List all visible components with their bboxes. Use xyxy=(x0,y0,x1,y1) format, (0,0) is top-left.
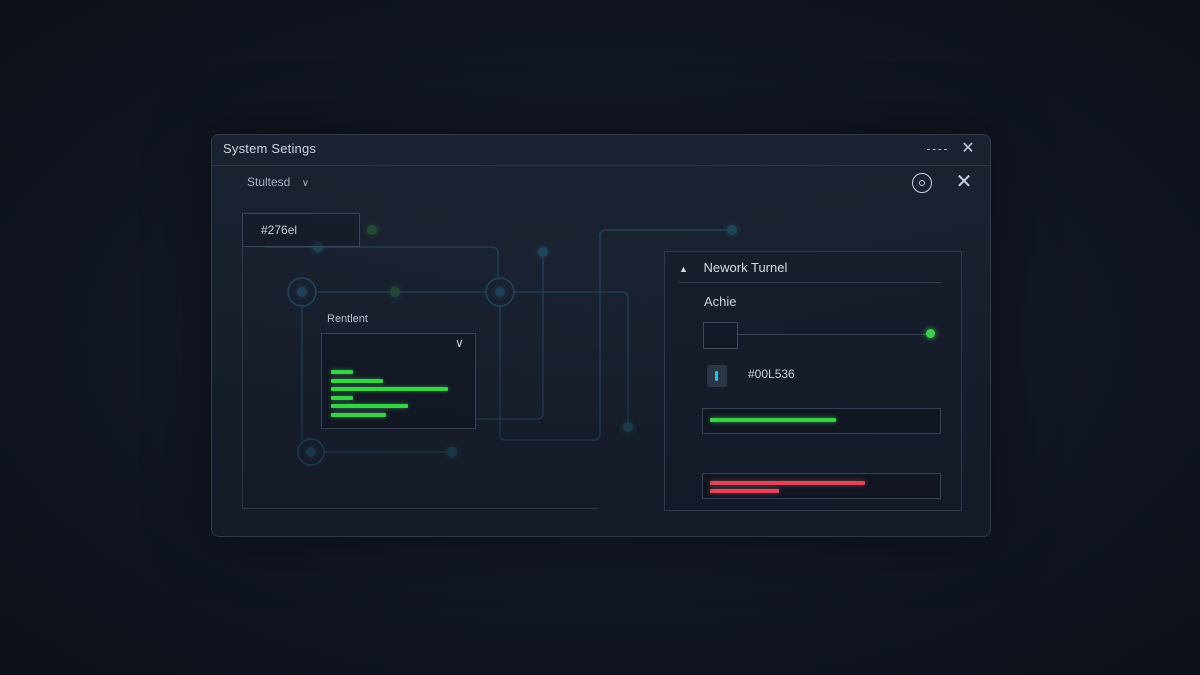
caret-up-icon: ▲ xyxy=(679,264,688,274)
chevron-down-icon: ∨ xyxy=(301,178,310,189)
network-tunnel-title: Nework Turnel xyxy=(703,260,788,275)
red-meter-fill xyxy=(710,489,779,493)
status-text: Achie xyxy=(704,294,737,309)
chevron-down-icon: ∨ xyxy=(455,336,464,350)
system-settings-window: System Setings ✕ Stultesd ∨ ✕ #276el Ren… xyxy=(211,134,991,537)
dropdown-bar xyxy=(331,378,384,383)
dropdown-bar xyxy=(331,370,353,374)
dropdown-bar xyxy=(331,412,387,417)
red-meter-fill xyxy=(710,481,865,485)
status-selector-label: Stultesd xyxy=(247,175,291,189)
lock-icon[interactable] xyxy=(707,365,727,387)
close-icon[interactable]: ✕ xyxy=(961,140,975,157)
node-dropdown[interactable]: ∨ xyxy=(321,333,476,429)
network-tunnel-header[interactable]: ▲ Nework Turnel xyxy=(679,260,787,275)
settings-circle-icon[interactable] xyxy=(912,173,932,193)
slider-handle[interactable] xyxy=(703,322,738,349)
diagram-panel xyxy=(242,213,598,509)
divider xyxy=(679,282,941,283)
id-field[interactable]: #276el xyxy=(242,213,360,247)
close-panel-icon[interactable]: ✕ xyxy=(955,171,973,193)
dropdown-bar xyxy=(331,404,408,408)
slider-level-dot[interactable] xyxy=(926,329,935,338)
minimize-icon[interactable] xyxy=(925,142,949,158)
status-selector[interactable]: Stultesd ∨ xyxy=(247,175,309,189)
id-field-value: #276el xyxy=(261,223,298,237)
node-label: Rentlent xyxy=(327,313,368,325)
window-title: System Setings xyxy=(223,141,317,156)
green-meter xyxy=(702,408,941,434)
red-meter xyxy=(702,473,941,499)
window-titlebar: System Setings ✕ xyxy=(212,135,990,166)
green-meter-fill xyxy=(710,418,836,422)
slider-track[interactable] xyxy=(735,334,931,335)
network-tunnel-panel: ▲ Nework Turnel Achie #00L536 xyxy=(664,251,962,511)
dropdown-bar xyxy=(331,395,353,400)
color-code-value: #00L536 xyxy=(748,367,795,381)
dropdown-bar xyxy=(331,387,449,391)
